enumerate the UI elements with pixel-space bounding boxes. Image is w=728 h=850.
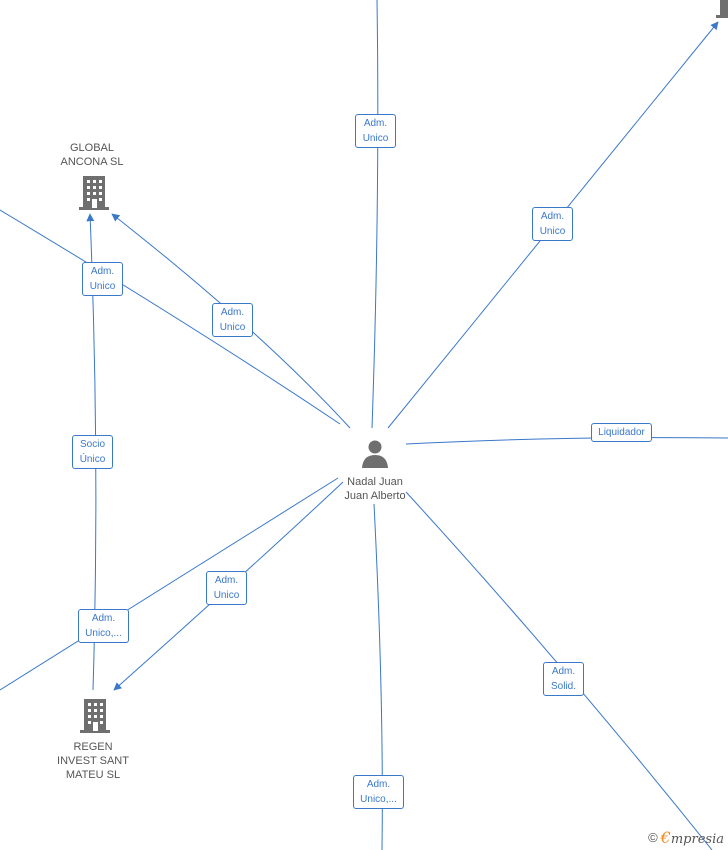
empresia-watermark: © €mpresia bbox=[648, 828, 724, 847]
edge-left-upper[interactable] bbox=[0, 209, 341, 425]
edge-label[interactable]: Adm. Solid. bbox=[543, 662, 584, 696]
edge-label[interactable]: Adm. Unico bbox=[206, 571, 247, 605]
company-regen-invest-label[interactable]: REGEN INVEST SANT MATEU SL bbox=[57, 741, 129, 781]
person-icon[interactable] bbox=[360, 438, 390, 468]
edge-label[interactable]: Adm. Unico,... bbox=[78, 609, 129, 643]
building-icon[interactable] bbox=[78, 175, 110, 211]
edge-bottom-vertical[interactable] bbox=[373, 503, 383, 850]
edge-label[interactable]: Socio Único bbox=[72, 435, 113, 469]
edge-label[interactable]: Liquidador bbox=[591, 423, 652, 442]
building-icon[interactable] bbox=[716, 0, 728, 18]
brand-name: mpresia bbox=[670, 832, 724, 847]
edge-label[interactable]: Adm. Unico bbox=[82, 262, 123, 296]
brand-initial: € bbox=[660, 828, 671, 847]
edge-label[interactable]: Adm. Unico bbox=[532, 207, 573, 241]
building-icon[interactable] bbox=[79, 698, 111, 734]
copyright-symbol: © bbox=[648, 830, 658, 845]
edge-label[interactable]: Adm. Unico,... bbox=[353, 775, 404, 809]
edge-label[interactable]: Adm. Unico bbox=[355, 114, 396, 148]
edge-top-vertical[interactable] bbox=[371, 0, 379, 429]
edge-label[interactable]: Adm. Unico bbox=[212, 303, 253, 337]
person-node-label[interactable]: Nadal Juan Juan Alberto bbox=[344, 476, 406, 502]
edge-left-lower[interactable] bbox=[0, 477, 339, 691]
company-global-ancona-label[interactable]: GLOBAL ANCONA SL bbox=[60, 142, 124, 168]
edge-liquidador[interactable] bbox=[405, 437, 728, 445]
